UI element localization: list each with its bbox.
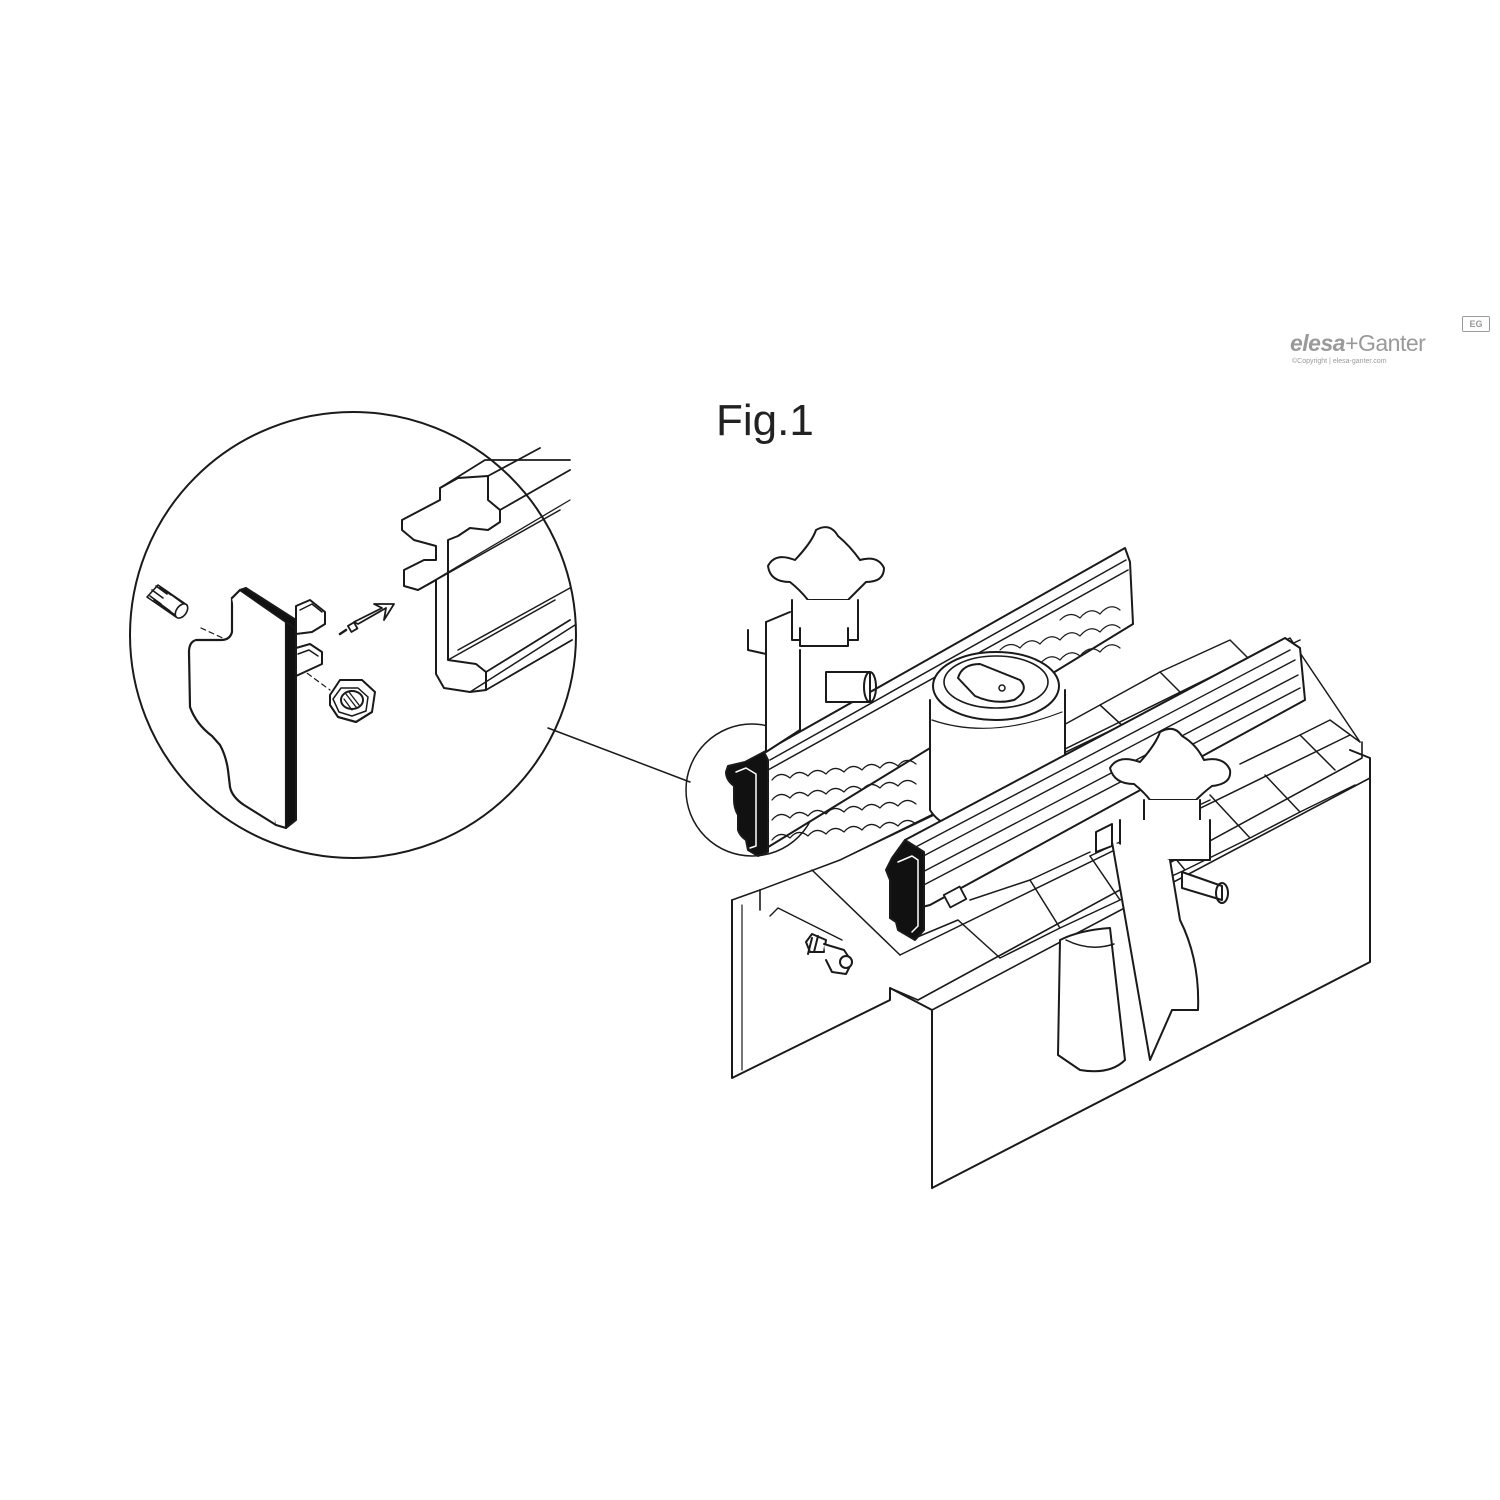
hose-connector-icon [805,933,853,975]
rail-clip [942,885,968,909]
hex-nut-icon [329,679,376,723]
detail-leader-line [547,727,691,783]
axis-line-nut [299,667,331,691]
logo-copyright: ©Copyright | elesa-ganter.com [1292,358,1387,365]
conveyor-assembly [725,526,1371,1189]
star-knob-front-icon [1057,727,1232,1073]
aluminium-profile [401,447,576,693]
logo-brand: elesa+Ganter [1290,330,1426,357]
insert-arrow-icon [338,603,395,636]
roller-pattern [771,606,1121,841]
figure-title: Fig.1 [716,396,814,445]
axis-line-screw [200,627,228,641]
bottle-object [929,651,1066,834]
set-screw-icon [146,584,189,619]
logo-badge: EG [1462,316,1490,332]
elesa-ganter-logo: EG elesa+Ganter ©Copyright | elesa-gante… [1290,312,1500,372]
guide-rail-front [885,637,1306,941]
logo-brand-part2: +Ganter [1345,330,1426,356]
end-cap-part [187,587,326,830]
rail-end-cap-right [885,839,925,941]
rail-end-cap-left [725,751,769,857]
detail-view [129,411,577,859]
detail-circle [129,411,577,859]
star-knob-back-icon [747,526,885,753]
logo-brand-part1: elesa [1290,330,1346,356]
